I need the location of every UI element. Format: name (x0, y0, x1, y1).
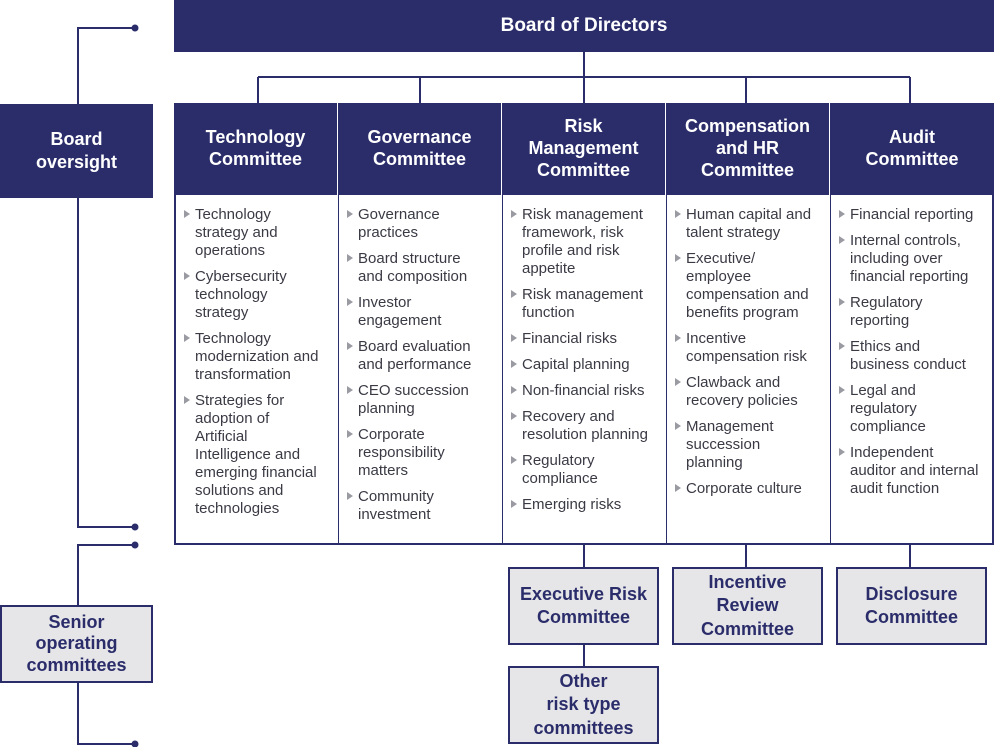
bullet-arrow-icon (347, 386, 353, 394)
bullet-arrow-icon (839, 342, 845, 350)
list-item: Non-financial risks (511, 382, 660, 400)
list-item: Human capital and talent strategy (675, 206, 824, 242)
list-item: Technology modernization and transformat… (184, 330, 332, 384)
bullet-arrow-icon (511, 334, 517, 342)
bullet-arrow-icon (184, 210, 190, 218)
bullet-arrow-icon (511, 412, 517, 420)
bullet-arrow-icon (839, 210, 845, 218)
technology-committee-responsibilities: Technology strategy and operations Cyber… (174, 195, 338, 545)
bullet-arrow-icon (347, 254, 353, 262)
bullet-arrow-icon (839, 386, 845, 394)
list-item: Incentive compensation risk (675, 330, 824, 366)
responsibility-list: Governance practices Board structure and… (347, 206, 496, 524)
other-risk-type-committees-box: Other risk type committees (508, 666, 659, 744)
bullet-arrow-icon (839, 236, 845, 244)
list-item: Board evaluation and performance (347, 338, 496, 374)
list-item: Strategies for adoption of Artificial In… (184, 392, 332, 518)
bullet-arrow-icon (184, 334, 190, 342)
bullet-arrow-icon (511, 290, 517, 298)
audit-committee-header: Audit Committee (830, 103, 994, 195)
responsibility-list: Financial reporting Internal controls, i… (839, 206, 986, 498)
bullet-arrow-icon (184, 272, 190, 280)
compensation-hr-committee-header: Compensation and HR Committee (666, 103, 829, 195)
list-item: Risk management framework, risk profile … (511, 206, 660, 278)
bullet-arrow-icon (675, 484, 681, 492)
bullet-arrow-icon (347, 492, 353, 500)
list-item: Management succession planning (675, 418, 824, 472)
bullet-arrow-icon (675, 378, 681, 386)
governance-committee-header: Governance Committee (338, 103, 501, 195)
compensation-hr-committee-responsibilities: Human capital and talent strategy Execut… (666, 195, 830, 545)
executive-risk-committee-box: Executive Risk Committee (508, 567, 659, 645)
list-item: Capital planning (511, 356, 660, 374)
bullet-arrow-icon (511, 210, 517, 218)
list-item: Recovery and resolution planning (511, 408, 660, 444)
list-item: Financial reporting (839, 206, 986, 224)
bullet-arrow-icon (511, 386, 517, 394)
board-title: Board of Directors (500, 15, 668, 36)
list-item: Regulatory compliance (511, 452, 660, 488)
list-item: Risk management function (511, 286, 660, 322)
list-item: Governance practices (347, 206, 496, 242)
list-item: Ethics and business conduct (839, 338, 986, 374)
senior-operating-committees-label: Senior operating committees (0, 605, 153, 683)
list-item: Corporate culture (675, 480, 824, 498)
list-item: Independent auditor and internal audit f… (839, 444, 986, 498)
list-item: Board structure and composition (347, 250, 496, 286)
responsibility-list: Technology strategy and operations Cyber… (184, 206, 332, 518)
bullet-arrow-icon (347, 342, 353, 350)
list-item: Technology strategy and operations (184, 206, 332, 260)
list-item: Internal controls, including over financ… (839, 232, 986, 286)
risk-management-committee-responsibilities: Risk management framework, risk profile … (502, 195, 666, 545)
bullet-arrow-icon (347, 298, 353, 306)
incentive-review-committee-box: Incentive Review Committee (672, 567, 823, 645)
responsibility-list: Risk management framework, risk profile … (511, 206, 660, 514)
bullet-arrow-icon (839, 448, 845, 456)
list-item: Community investment (347, 488, 496, 524)
bullet-arrow-icon (675, 254, 681, 262)
bullet-arrow-icon (675, 334, 681, 342)
list-item: Clawback and recovery policies (675, 374, 824, 410)
list-item: Financial risks (511, 330, 660, 348)
list-item: Regulatory reporting (839, 294, 986, 330)
bullet-arrow-icon (511, 500, 517, 508)
bullet-arrow-icon (675, 210, 681, 218)
list-item: Emerging risks (511, 496, 660, 514)
list-item: Executive/ employee compensation and ben… (675, 250, 824, 322)
bullet-arrow-icon (839, 298, 845, 306)
bullet-arrow-icon (184, 396, 190, 404)
list-item: Investor engagement (347, 294, 496, 330)
governance-committee-responsibilities: Governance practices Board structure and… (338, 195, 502, 545)
responsibility-list: Human capital and talent strategy Execut… (675, 206, 824, 498)
audit-committee-responsibilities: Financial reporting Internal controls, i… (830, 195, 994, 545)
technology-committee-header: Technology Committee (174, 103, 337, 195)
bullet-arrow-icon (347, 430, 353, 438)
board-oversight-label: Board oversight (0, 104, 153, 198)
list-item: CEO succession planning (347, 382, 496, 418)
bullet-arrow-icon (347, 210, 353, 218)
bullet-arrow-icon (675, 422, 681, 430)
bullet-arrow-icon (511, 456, 517, 464)
board-of-directors-box: Board of Directors (174, 0, 994, 52)
disclosure-committee-box: Disclosure Committee (836, 567, 987, 645)
risk-management-committee-header: Risk Management Committee (502, 103, 665, 195)
bullet-arrow-icon (511, 360, 517, 368)
list-item: Legal and regulatory compliance (839, 382, 986, 436)
list-item: Corporate responsibility matters (347, 426, 496, 480)
list-item: Cybersecurity technology strategy (184, 268, 332, 322)
